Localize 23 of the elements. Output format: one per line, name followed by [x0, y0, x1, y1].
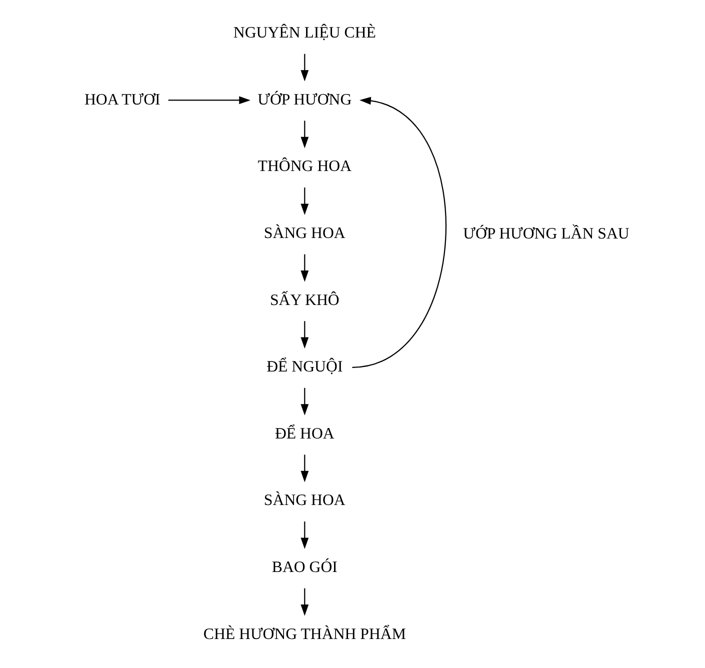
- node-text: SÀNG HOA: [264, 224, 346, 242]
- arrow: [300, 120, 309, 148]
- node-text: SÀNG HOA: [264, 492, 346, 510]
- node-text: ĐỂ NGUỘI: [266, 358, 343, 376]
- node-text: ĐỂ HOA: [274, 425, 334, 442]
- arrow: [168, 96, 250, 104]
- arrow: [300, 388, 309, 416]
- node-text: HOA TƯƠI: [84, 91, 160, 108]
- node-text: SẤY KHÔ: [270, 292, 340, 309]
- arrow: [300, 588, 309, 616]
- node-text: THÔNG HOA: [258, 158, 352, 176]
- node-text: ƯỚP HƯƠNG: [258, 91, 352, 108]
- arrow: [300, 454, 309, 482]
- arrow: [300, 54, 309, 82]
- arrow: [300, 321, 309, 349]
- arrow: [300, 254, 309, 282]
- arrow: [300, 188, 309, 216]
- node-text: CHÈ HƯƠNG THÀNH PHẨM: [203, 626, 406, 643]
- node-text: NGUYÊN LIỆU CHÈ: [233, 24, 376, 42]
- arrow: [352, 96, 446, 368]
- node-text: BAO GÓI: [272, 558, 338, 576]
- arrow: [300, 522, 309, 550]
- edge-label: ƯỚP HƯƠNG LẦN SAU: [463, 226, 630, 243]
